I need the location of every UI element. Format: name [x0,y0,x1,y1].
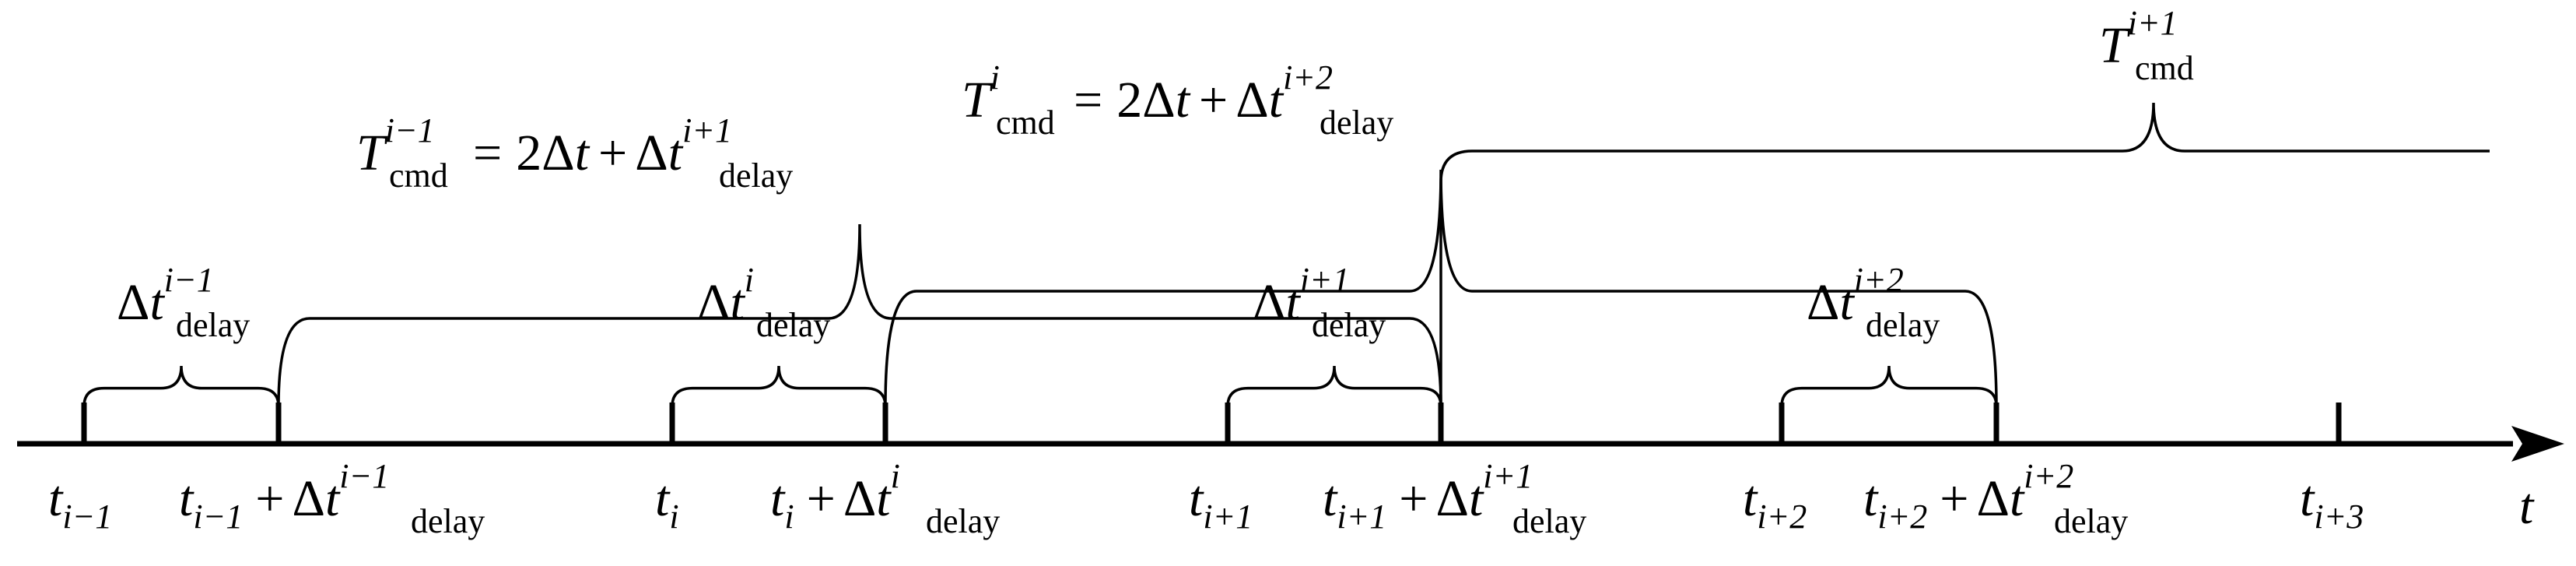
time-axis-arrowhead [2511,426,2564,462]
label-t-i-minus-1: ti−1 [48,470,112,536]
tick-labels: ti−1 ti−1+Δti−1delay ti ti+Δtidelay ti+1… [48,457,2535,540]
label-t-i-plus-delay: ti+Δtidelay [770,457,1000,540]
label-delay-i: Δtidelay [697,261,830,344]
label-t-i-plus-2: ti+2 [1743,470,1807,536]
label-t-i-plus-3: ti+3 [2300,470,2364,536]
delay-brace-3 [1780,365,1998,407]
label-t-i-minus-1-plus-delay: ti−1+Δti−1delay [179,457,485,540]
delay-braces [82,365,1998,407]
tick-marks [81,403,2342,444]
delay-brace-2 [1226,365,1442,407]
label-t-i: ti [655,470,679,536]
cmd-brace-2 [1439,102,2490,406]
label-t-i-plus-1: ti+1 [1189,470,1253,536]
cmd-brace-0 [277,223,1442,407]
cmd-braces [277,102,2490,407]
cmd-brace-1 [884,169,1998,407]
time-axis-symbol: t [2519,478,2535,535]
delay-brace-1 [671,365,887,407]
delay-brace-0 [82,365,280,407]
